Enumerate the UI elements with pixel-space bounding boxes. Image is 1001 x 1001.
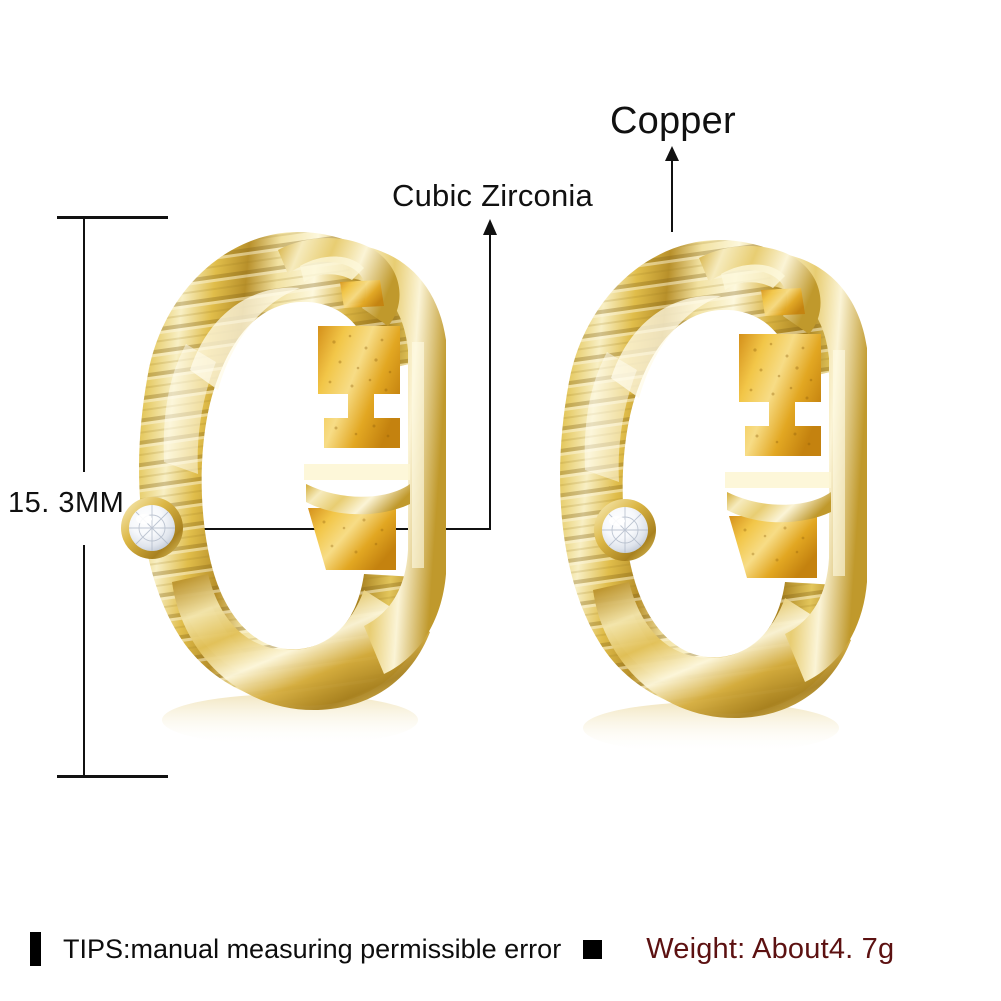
tips-text: TIPS:manual measuring permissible error xyxy=(63,933,562,964)
hoop-bottom xyxy=(593,582,851,719)
dimension-label: 15. 3MM xyxy=(8,487,125,519)
dimension-tick-top xyxy=(57,216,168,219)
clasp-assembly xyxy=(278,238,446,674)
copper-arrow-shaft xyxy=(671,157,673,232)
earring-right xyxy=(533,230,893,754)
hoop-highlight xyxy=(611,295,721,398)
cubic-zirconia-leader-vertical xyxy=(489,232,491,530)
dimension-line-lower xyxy=(83,545,85,777)
up-arrow-icon xyxy=(665,146,679,161)
cubic-zirconia-gem xyxy=(121,497,183,559)
copper-label: Copper xyxy=(610,100,736,142)
square-bullet-icon xyxy=(583,939,603,959)
clasp-window xyxy=(761,288,805,316)
vertical-bar-icon xyxy=(30,932,41,966)
earring-reflection xyxy=(583,702,839,754)
cubic-zirconia-label: Cubic Zirconia xyxy=(392,178,593,213)
earring-left xyxy=(112,222,472,746)
clasp-texture-stipple xyxy=(749,342,813,446)
clasp-texture-lower xyxy=(308,508,396,570)
clasp-texture-upper xyxy=(318,326,400,448)
clasp-assembly xyxy=(699,246,867,682)
earring-reflection xyxy=(162,694,418,746)
hoop-bottom xyxy=(172,574,430,711)
weight-text: Weight: About4. 7g xyxy=(646,932,895,965)
clasp-texture-lower xyxy=(729,516,817,578)
cubic-zirconia-gem xyxy=(594,499,656,561)
footer-bar: TIPS:manual measuring permissible error … xyxy=(0,918,1001,980)
dimension-line-upper xyxy=(83,216,85,472)
clasp-window xyxy=(340,280,384,308)
up-arrow-icon xyxy=(483,219,497,235)
hoop-highlight xyxy=(190,287,300,390)
clasp-texture-upper xyxy=(739,334,821,456)
hoop-body xyxy=(560,240,863,714)
dimension-tick-bottom xyxy=(57,775,168,778)
clasp-texture-stipple xyxy=(328,334,392,438)
hoop-body xyxy=(139,232,442,706)
